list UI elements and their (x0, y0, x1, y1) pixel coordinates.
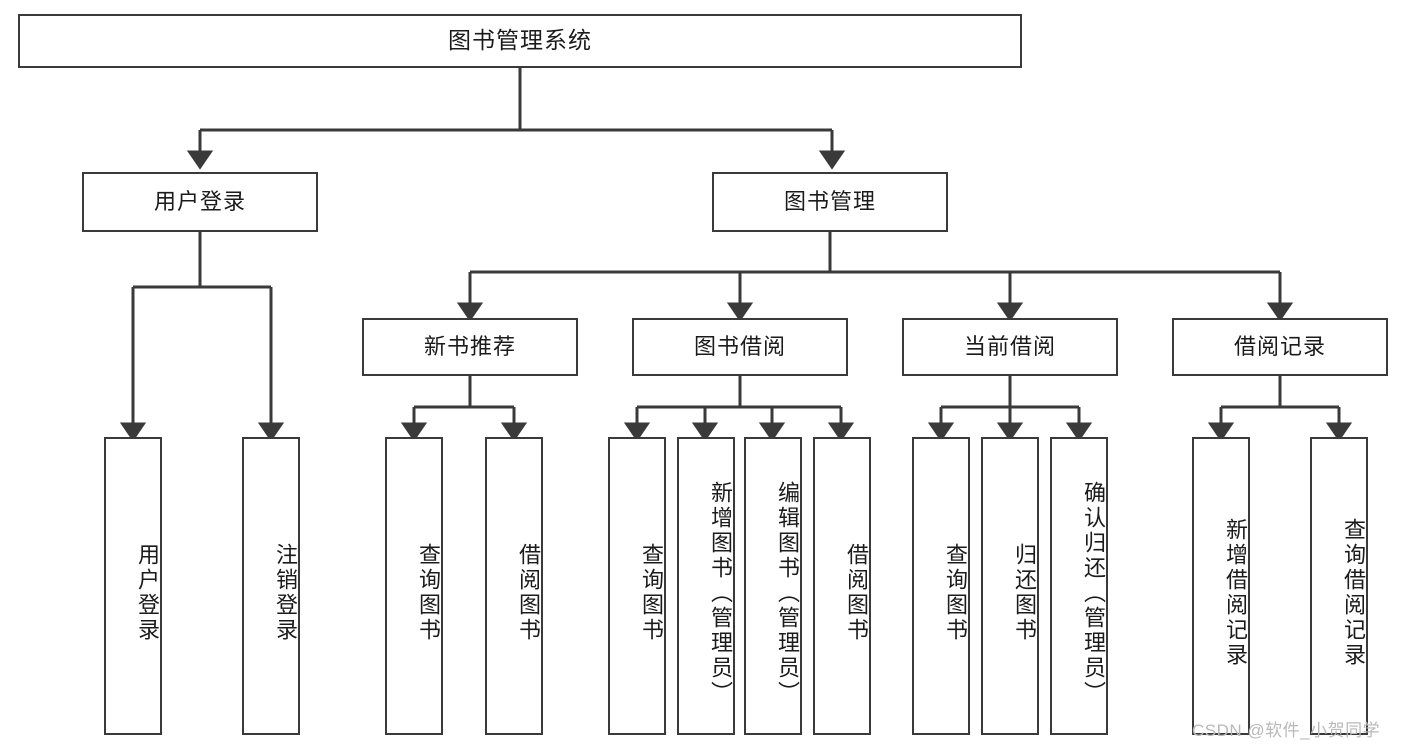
leaf-new-book-borrow-book[interactable]: 借阅图书 (485, 437, 543, 735)
node-label: 当前借阅 (963, 333, 1056, 359)
node-label: 新增图书（管理员） (708, 480, 733, 706)
leaf-book-borrow-edit-book-admin[interactable]: 编辑图书（管理员） (744, 437, 802, 735)
leaf-book-borrow-borrow-book[interactable]: 借阅图书 (813, 437, 871, 735)
leaf-current-borrow-query-book[interactable]: 查询图书 (912, 437, 970, 735)
leaf-current-borrow-return-book[interactable]: 归还图书 (981, 437, 1039, 735)
node-label: 用户登录 (153, 188, 246, 214)
node-current-borrow[interactable]: 当前借阅 (902, 318, 1118, 376)
node-root-book-management-system[interactable]: 图书管理系统 (18, 14, 1022, 68)
node-label: 确认归还（管理员） (1081, 480, 1106, 706)
leaf-new-book-query-book[interactable]: 查询图书 (385, 437, 443, 735)
node-label: 图书管理系统 (448, 27, 592, 54)
node-label: 查询借阅记录 (1341, 518, 1366, 668)
leaf-user-login-login[interactable]: 用户登录 (104, 437, 162, 735)
node-label: 图书借阅 (693, 333, 786, 359)
node-borrow-record[interactable]: 借阅记录 (1172, 318, 1388, 376)
node-label: 新书推荐 (423, 333, 516, 359)
node-label: 归还图书 (1012, 543, 1037, 643)
leaf-book-borrow-add-book-admin[interactable]: 新增图书（管理员） (677, 437, 735, 735)
node-label: 新增借阅记录 (1223, 518, 1248, 668)
csdn-watermark: CSDN @软件_小贺同学 (1192, 721, 1381, 740)
node-label: 编辑图书（管理员） (775, 480, 800, 706)
node-book-management[interactable]: 图书管理 (712, 172, 948, 232)
node-label: 借阅图书 (516, 543, 541, 643)
node-book-borrow[interactable]: 图书借阅 (632, 318, 848, 376)
node-label: 借阅记录 (1233, 333, 1326, 359)
node-label: 查询图书 (416, 543, 441, 643)
node-label: 查询图书 (639, 543, 664, 643)
node-label: 注销登录 (273, 543, 298, 643)
node-label: 用户登录 (135, 543, 160, 643)
node-label: 图书管理 (783, 188, 876, 214)
leaf-user-login-logout[interactable]: 注销登录 (242, 437, 300, 735)
leaf-current-borrow-confirm-return-admin[interactable]: 确认归还（管理员） (1050, 437, 1108, 735)
leaf-book-borrow-query-book[interactable]: 查询图书 (608, 437, 666, 735)
node-user-login[interactable]: 用户登录 (82, 172, 318, 232)
leaf-borrow-record-add-record[interactable]: 新增借阅记录 (1192, 437, 1250, 735)
leaf-borrow-record-query-record[interactable]: 查询借阅记录 (1310, 437, 1368, 735)
node-label: 查询图书 (943, 543, 968, 643)
node-new-book-recommend[interactable]: 新书推荐 (362, 318, 578, 376)
node-label: 借阅图书 (844, 543, 869, 643)
